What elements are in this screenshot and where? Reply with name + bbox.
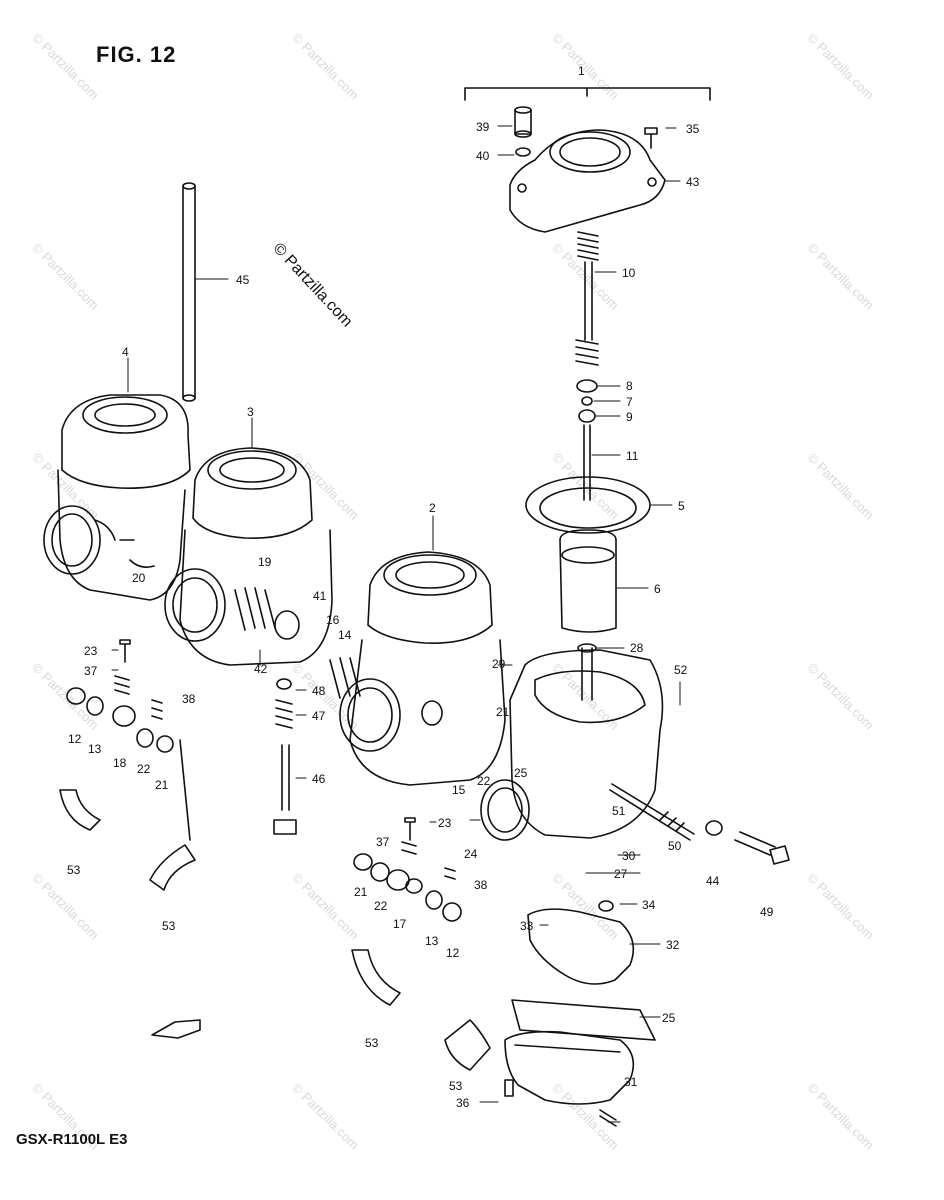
callout-37-left: 37 <box>84 664 98 678</box>
callout-14: 14 <box>338 628 352 642</box>
callout-45: 45 <box>236 273 250 287</box>
callout-24: 24 <box>464 847 478 861</box>
callout-42: 42 <box>254 662 268 676</box>
callout-4: 4 <box>122 345 129 359</box>
arrow-fwd-icon <box>151 1019 201 1039</box>
callout-2: 2 <box>429 501 436 515</box>
callout-10: 10 <box>622 266 636 280</box>
callout-22-bot: 22 <box>374 899 388 913</box>
fuel-pipe-45 <box>182 182 196 402</box>
callout-52: 52 <box>674 663 688 677</box>
callout-29: 29 <box>492 657 506 671</box>
top-cap-assembly <box>464 87 711 633</box>
callout-39: 39 <box>476 120 490 134</box>
callout-11: 11 <box>626 449 639 463</box>
callout-3: 3 <box>247 405 254 419</box>
carburetor-2 <box>329 551 506 786</box>
callout-15: 15 <box>452 783 466 797</box>
callout-25-mid: 25 <box>514 766 528 780</box>
callout-36: 36 <box>456 1096 470 1110</box>
callout-41: 41 <box>313 589 327 603</box>
callout-25-bot: 25 <box>662 1011 676 1025</box>
pilot-screw-parts <box>273 678 297 835</box>
callout-30: 30 <box>622 849 636 863</box>
left-small-parts <box>59 639 196 891</box>
carburetor-body <box>480 643 790 865</box>
callout-53-b: 53 <box>162 919 176 933</box>
callout-13-left: 13 <box>88 742 102 756</box>
model-label: GSX-R1100L E3 <box>16 1131 128 1148</box>
callout-23-mid: 23 <box>438 816 452 830</box>
callout-53-c: 53 <box>365 1036 379 1050</box>
callout-34: 34 <box>642 898 656 912</box>
callout-1: 1 <box>578 64 585 78</box>
callout-7: 7 <box>626 395 633 409</box>
callout-51: 51 <box>612 804 626 818</box>
callout-19: 19 <box>258 555 272 569</box>
callout-33: 33 <box>520 919 534 933</box>
callout-21-left: 21 <box>155 778 169 792</box>
callout-50: 50 <box>668 839 682 853</box>
callout-53-a: 53 <box>67 863 81 877</box>
callout-22-mid: 22 <box>477 774 491 788</box>
callout-23-left: 23 <box>84 644 98 658</box>
callout-49: 49 <box>760 905 774 919</box>
callout-13-bot: 13 <box>425 934 439 948</box>
middle-small-parts <box>351 817 462 1006</box>
callout-43: 43 <box>686 175 700 189</box>
callout-labels: 1 39 35 40 43 10 8 7 9 11 5 6 28 45 4 3 … <box>67 64 774 1110</box>
callout-35: 35 <box>686 122 700 136</box>
callout-48: 48 <box>312 684 326 698</box>
callout-16: 16 <box>326 613 340 627</box>
callout-28: 28 <box>630 641 644 655</box>
leader-lines <box>111 125 681 1123</box>
float-chamber <box>444 900 656 1127</box>
callout-37-mid: 37 <box>376 835 390 849</box>
callout-8: 8 <box>626 379 633 393</box>
callout-32: 32 <box>666 938 680 952</box>
callout-27: 27 <box>614 867 628 881</box>
callout-9: 9 <box>626 410 633 424</box>
callout-12-left: 12 <box>68 732 82 746</box>
callout-46: 46 <box>312 772 326 786</box>
callout-22-left: 22 <box>137 762 151 776</box>
callout-21-mid: 21 <box>496 705 510 719</box>
callout-17: 17 <box>393 917 407 931</box>
callout-47: 47 <box>312 709 326 723</box>
callout-40: 40 <box>476 149 490 163</box>
callout-31: 31 <box>624 1075 638 1089</box>
callout-5: 5 <box>678 499 685 513</box>
figure-label: FIG. 12 <box>96 42 177 67</box>
callout-21-bot: 21 <box>354 885 368 899</box>
callout-12-bot: 12 <box>446 946 460 960</box>
callout-44: 44 <box>706 874 720 888</box>
callout-53-d: 53 <box>449 1079 463 1093</box>
callout-38-mid: 38 <box>474 878 488 892</box>
callout-6: 6 <box>654 582 661 596</box>
callout-38-left: 38 <box>182 692 196 706</box>
callout-18: 18 <box>113 756 127 770</box>
carburetor-3 <box>164 447 333 666</box>
callout-20: 20 <box>132 571 146 585</box>
carburetor-4 <box>43 394 191 601</box>
